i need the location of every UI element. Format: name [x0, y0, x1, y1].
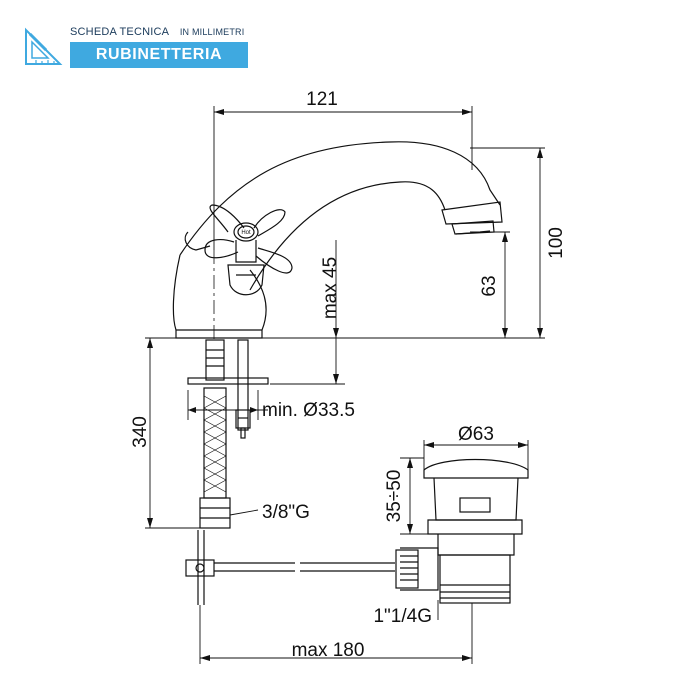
faucet-handle — [184, 204, 293, 296]
drain-waste — [395, 458, 529, 604]
dim-hose-length: 340 — [130, 416, 151, 448]
sheet-header: SCHEDA TECNICA IN MILLIMETRI — [70, 26, 244, 38]
dim-drain-range: 35÷50 — [384, 470, 405, 523]
dim-min-hole: min. Ø33.5 — [262, 400, 355, 421]
dim-spout-width: 121 — [306, 89, 338, 110]
sheet-title: SCHEDA TECNICA — [70, 26, 169, 38]
handle-label: Hot — [241, 230, 251, 236]
dim-connection: 3/8"G — [262, 502, 310, 523]
ruler-pencil-icon — [25, 27, 63, 65]
flexible-hose — [199, 387, 231, 529]
category-badge: RUBINETTERIA — [70, 42, 248, 68]
dim-max-45: max 45 — [320, 257, 341, 319]
pop-up-rod — [185, 530, 395, 605]
dim-drain-thread: 1"1/4G — [373, 606, 432, 627]
dim-total-height: 100 — [546, 227, 567, 259]
dim-drain-diameter: Ø63 — [458, 424, 494, 445]
dim-outlet-height: 63 — [479, 275, 500, 296]
sheet-subtitle: IN MILLIMETRI — [179, 27, 245, 37]
fixing-kit — [187, 339, 269, 439]
dim-max-180: max 180 — [292, 640, 365, 661]
